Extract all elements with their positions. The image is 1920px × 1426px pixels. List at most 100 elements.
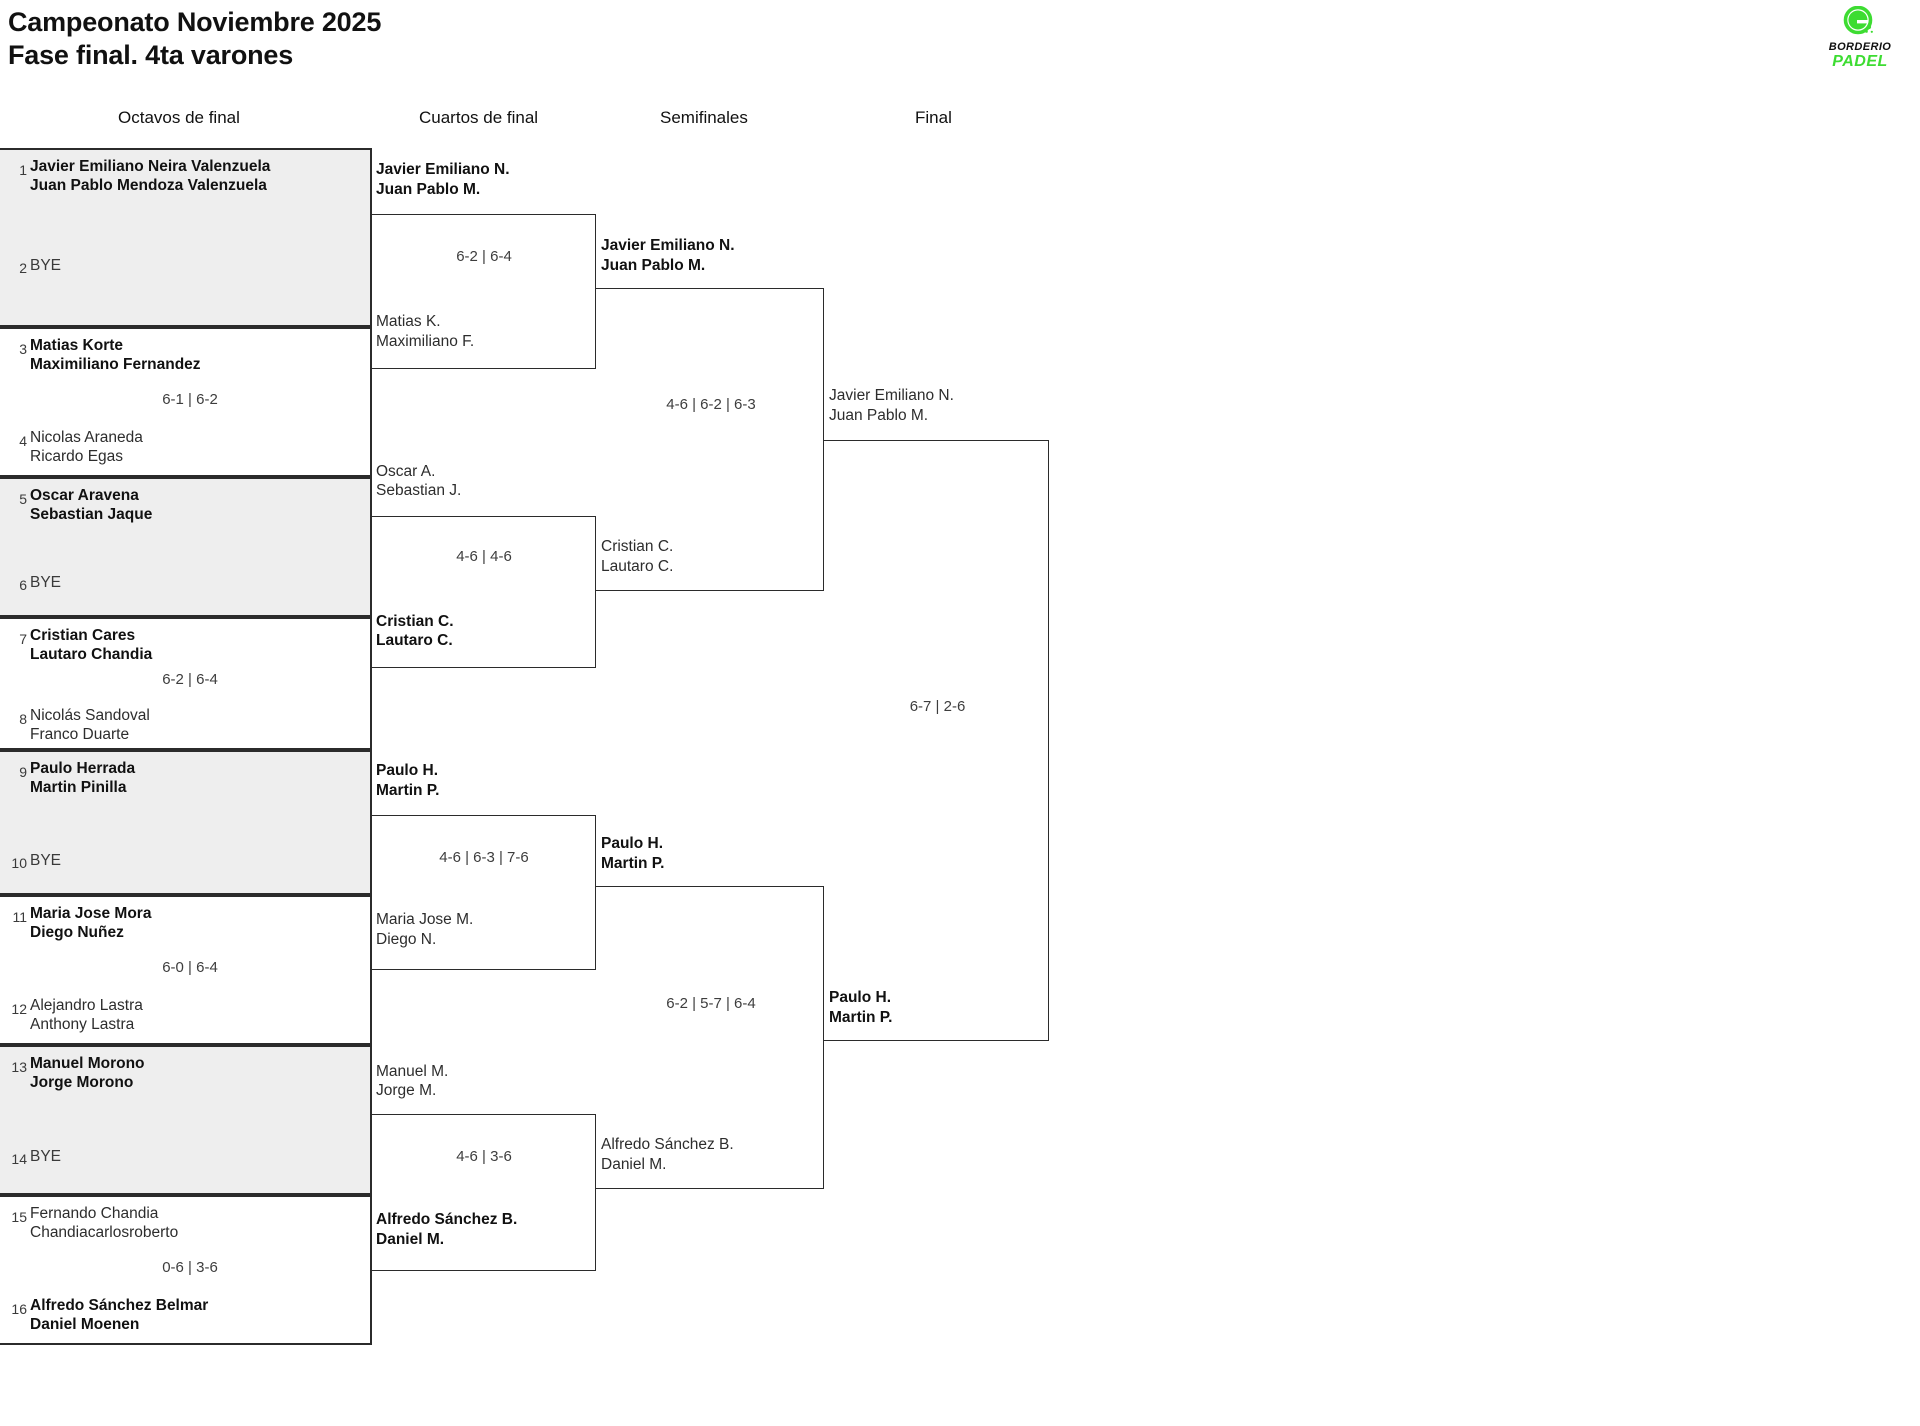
r3-match-1-bottom-line1: Cristian C. <box>601 538 674 555</box>
team-name-line1: BYE <box>30 574 62 591</box>
r2-match-1-bottom-line1: Matias K. <box>376 313 441 330</box>
seed-number: 16 <box>11 1301 27 1317</box>
seed-number: 15 <box>11 1209 27 1225</box>
r1-match-2[interactable]: 3 Matias Korte Maximiliano Fernandez 4 N… <box>0 327 372 477</box>
team-name-line1: BYE <box>30 1148 62 1165</box>
r2-match-1-bottom-line2: Maximiliano F. <box>376 333 475 350</box>
team-name-line2: Sebastian Jaque <box>30 506 153 523</box>
r2-match-1-score: 6-2 | 6-4 <box>456 248 512 265</box>
round-header-final: Final <box>915 108 952 127</box>
team-name-line2: Franco Duarte <box>30 726 130 743</box>
r2-match-2-bottom-line1: Cristian C. <box>376 613 454 630</box>
r2-match-2-top-line2: Sebastian J. <box>376 482 462 499</box>
r3-match-2-score: 6-2 | 5-7 | 6-4 <box>666 995 756 1012</box>
r1-match-1[interactable]: 1 Javier Emiliano Neira Valenzuela Juan … <box>0 148 372 327</box>
r2-match-1-box[interactable] <box>372 214 596 369</box>
r2-match-3-top-line1: Paulo H. <box>376 762 439 779</box>
tournament-phase: Fase final. 4ta varones <box>8 40 294 70</box>
r4-match-1-bottom-line1: Paulo H. <box>829 989 892 1006</box>
match-score: 6-0 | 6-4 <box>162 959 218 976</box>
r2-match-3-bottom-line2: Diego N. <box>376 931 437 948</box>
r2-match-1-top-line2: Juan Pablo M. <box>376 181 481 198</box>
page-title: Campeonato Noviembre 2025 Fase final. 4t… <box>8 6 381 72</box>
seed-number: 7 <box>19 631 27 647</box>
seed-number: 9 <box>19 764 27 780</box>
seed-number: 1 <box>19 162 27 178</box>
seed-number: 12 <box>11 1001 27 1017</box>
r4-match-1-score: 6-7 | 2-6 <box>909 698 966 715</box>
team-name-line1: Oscar Aravena <box>30 487 139 504</box>
team-name-line2: Jorge Morono <box>30 1074 134 1091</box>
r4-match-1-box[interactable] <box>824 440 1049 1041</box>
r3-match-2-box[interactable] <box>596 886 824 1189</box>
round-header-cuartos: Cuartos de final <box>419 108 539 127</box>
r2-match-3-bottom-line1: Maria Jose M. <box>376 911 474 928</box>
seed-number: 5 <box>19 491 27 507</box>
team-name-line1: Nicolas Araneda <box>30 429 143 446</box>
round-header-semifinales: Semifinales <box>660 108 748 127</box>
team-name-line2: Anthony Lastra <box>30 1016 135 1033</box>
seed-number: 8 <box>19 711 27 727</box>
borderio-padel-logo: BORDERIO PADEL <box>1812 5 1908 70</box>
team-name-line1: BYE <box>30 257 62 274</box>
match-score: 0-6 | 3-6 <box>162 1259 218 1276</box>
logo-wordmark-padel: PADEL <box>1832 53 1888 70</box>
r1-match-6[interactable]: 11 Maria Jose Mora Diego Nuñez 12 Alejan… <box>0 895 372 1045</box>
r3-match-2-top-line1: Paulo H. <box>601 835 664 852</box>
r3-match-1-box[interactable] <box>596 288 824 591</box>
r2-match-4-top-line2: Jorge M. <box>376 1082 437 1099</box>
r2-match-4-bottom-line2: Daniel M. <box>376 1231 445 1248</box>
r2-match-4-top-line1: Manuel M. <box>376 1063 449 1080</box>
r1-match-5[interactable]: 9 Paulo Herrada Martin Pinilla 10 BYE <box>0 750 372 895</box>
r4-match-1-top-line1: Javier Emiliano N. <box>829 387 954 404</box>
team-name-line1: Matias Korte <box>30 337 124 354</box>
team-name-line1: Cristian Cares <box>30 627 136 644</box>
r2-match-3-box[interactable] <box>372 815 596 970</box>
round-header-octavos: Octavos de final <box>118 108 240 127</box>
r3-match-1-bottom-line2: Lautaro C. <box>601 558 674 575</box>
team-name-line1: Maria Jose Mora <box>30 905 152 922</box>
r3-match-2-top-line2: Martin P. <box>601 855 665 872</box>
r2-match-2-score: 4-6 | 4-6 <box>456 548 512 565</box>
team-name-line2: Chandiacarlosroberto <box>30 1224 179 1241</box>
r2-match-4-box[interactable] <box>372 1114 596 1271</box>
team-name-line2: Ricardo Egas <box>30 448 124 465</box>
padel-circle-icon <box>1843 5 1877 40</box>
team-name-line1: Fernando Chandia <box>30 1205 159 1222</box>
r1-match-7[interactable]: 13 Manuel Morono Jorge Morono 14 BYE <box>0 1045 372 1195</box>
seed-number: 6 <box>19 577 27 593</box>
r3-match-2-bottom-line2: Daniel M. <box>601 1156 667 1173</box>
r3-match-1-top-line2: Juan Pablo M. <box>601 257 706 274</box>
seed-number: 11 <box>12 909 27 925</box>
r3-match-1-top-line1: Javier Emiliano N. <box>601 237 735 254</box>
team-name-line1: Nicolás Sandoval <box>30 707 150 724</box>
r4-match-1-bottom-line2: Martin P. <box>829 1009 893 1026</box>
r1-match-4[interactable]: 7 Cristian Cares Lautaro Chandia 8 Nicol… <box>0 617 372 750</box>
r3-match-1-score: 4-6 | 6-2 | 6-3 <box>666 396 756 413</box>
team-name-line1: Alfredo Sánchez Belmar <box>30 1297 209 1314</box>
seed-number: 10 <box>11 855 27 871</box>
r2-match-4-bottom-line1: Alfredo Sánchez B. <box>376 1211 518 1228</box>
r2-match-2-box[interactable] <box>372 516 596 668</box>
r2-match-4-score: 4-6 | 3-6 <box>456 1148 512 1165</box>
r3-match-2-bottom-line1: Alfredo Sánchez B. <box>601 1136 734 1153</box>
r1-match-3[interactable]: 5 Oscar Aravena Sebastian Jaque 6 BYE <box>0 477 372 617</box>
r4-match-1-top-line2: Juan Pablo M. <box>829 407 929 424</box>
tournament-name: Campeonato Noviembre 2025 <box>8 7 382 37</box>
team-name-line1: Paulo Herrada <box>30 760 136 777</box>
r2-match-3-score: 4-6 | 6-3 | 7-6 <box>439 849 529 866</box>
seed-number: 14 <box>11 1151 27 1167</box>
match-score: 6-1 | 6-2 <box>162 391 218 408</box>
r1-match-8[interactable]: 15 Fernando Chandia Chandiacarlosroberto… <box>0 1195 372 1345</box>
match-score: 6-2 | 6-4 <box>162 671 218 688</box>
seed-number: 3 <box>19 341 27 357</box>
r2-match-3-top-line2: Martin P. <box>376 782 440 799</box>
team-name-line1: Javier Emiliano Neira Valenzuela <box>30 158 271 175</box>
team-name-line1: Manuel Morono <box>30 1055 145 1072</box>
team-name-line2: Maximiliano Fernandez <box>30 356 201 373</box>
seed-number: 13 <box>11 1059 27 1075</box>
team-name-line2: Daniel Moenen <box>30 1316 140 1333</box>
team-name-line1: BYE <box>30 852 62 869</box>
team-name-line2: Lautaro Chandia <box>30 646 153 663</box>
